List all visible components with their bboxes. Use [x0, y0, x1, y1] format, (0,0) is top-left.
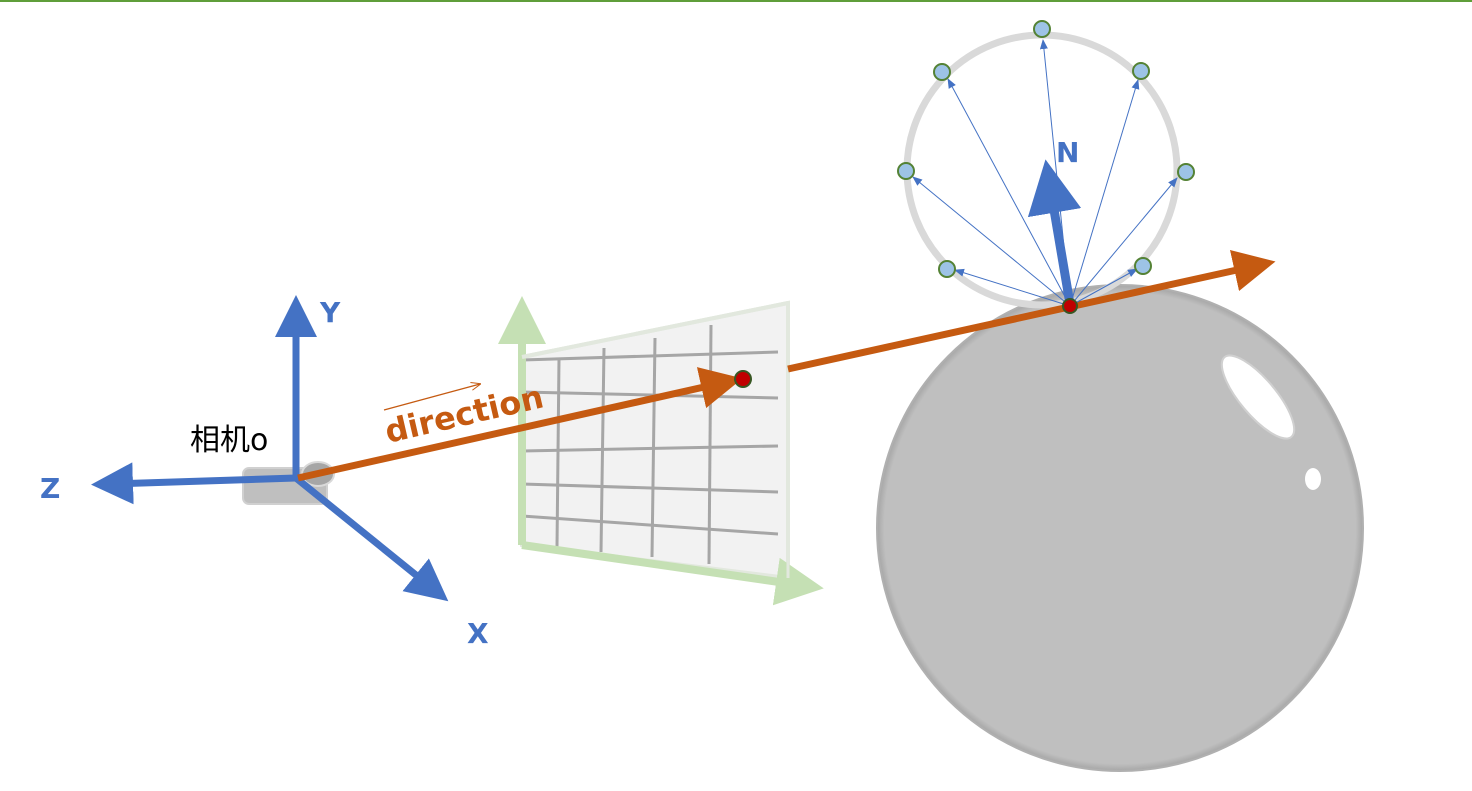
image-plane: [520, 300, 790, 581]
normal-arrow: [1027, 159, 1082, 305]
sphere-highlight: [1220, 354, 1296, 440]
sample-point: [1134, 257, 1152, 275]
sample-points: [897, 20, 1195, 278]
x-axis-arrow: [293, 475, 449, 602]
sample-point: [933, 63, 951, 81]
sample-point: [1177, 163, 1195, 181]
sample-rays: [912, 39, 1178, 307]
surface-hit-point: [1062, 298, 1078, 314]
z-axis-arrow: [91, 462, 297, 505]
sample-point: [1033, 20, 1051, 38]
y-axis-label: Y: [319, 296, 341, 329]
z-axis-label: Z: [40, 472, 60, 505]
sample-point: [938, 260, 956, 278]
image-plane-horizontal-axis: [521, 541, 824, 606]
sphere: [876, 284, 1364, 772]
direction-vector-arrow: [383, 384, 480, 411]
sample-point: [1132, 62, 1150, 80]
x-axis-label: X: [467, 617, 489, 650]
sphere-small-highlight: [1305, 468, 1321, 490]
sample-point: [897, 162, 915, 180]
top-border-line: [0, 0, 1472, 2]
normal-label: N: [1056, 136, 1079, 169]
camera-label: 相机o: [190, 423, 268, 458]
primary-ray: [297, 367, 743, 482]
pixel-hit-point: [734, 370, 752, 388]
continued-ray: [787, 250, 1276, 373]
